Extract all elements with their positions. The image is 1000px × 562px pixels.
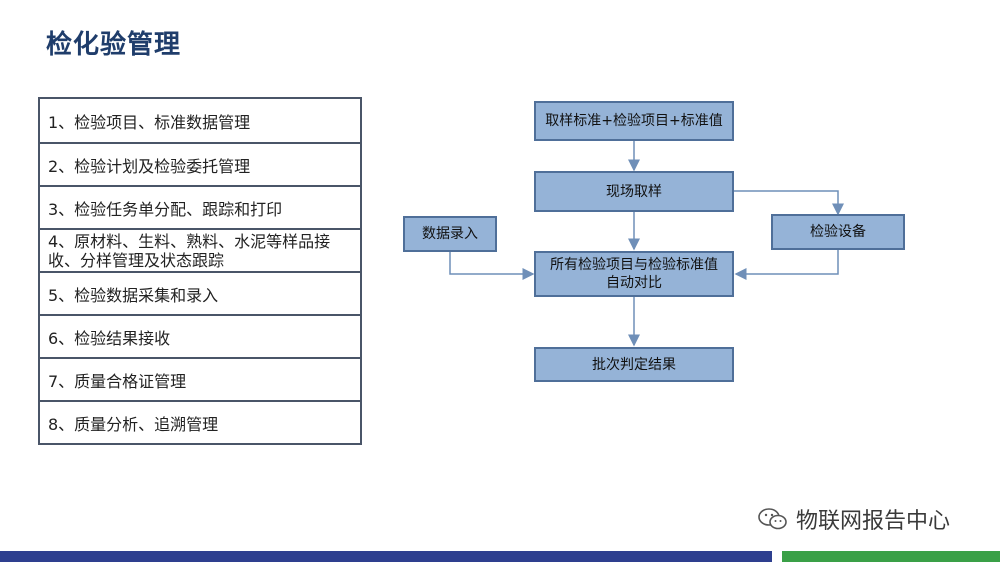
list-item: 3、检验任务单分配、跟踪和打印 — [40, 185, 360, 228]
inspection-equipment-box: 检验设备 — [771, 214, 905, 250]
footer-bar-blue — [0, 551, 772, 562]
list-item: 4、原材料、生料、熟料、水泥等样品接收、分样管理及状态跟踪 — [40, 228, 360, 271]
wechat-icon — [758, 508, 788, 530]
list-item: 8、质量分析、追溯管理 — [40, 400, 360, 443]
batch-result-box: 批次判定结果 — [534, 347, 734, 382]
arrow-connector — [734, 250, 839, 280]
watermark-text: 物联网报告中心 — [796, 509, 951, 534]
footer-bar-green — [782, 551, 1000, 562]
data-entry-box: 数据录入 — [403, 216, 497, 252]
watermark: 物联网报告中心 — [758, 503, 950, 535]
onsite-sampling-box: 现场取样 — [534, 171, 734, 212]
list-item: 1、检验项目、标准数据管理 — [48, 112, 251, 132]
arrow-connector — [449, 252, 535, 280]
sampling-standard-box: 取样标准+检验项目+标准值 — [534, 101, 734, 141]
auto-compare-box: 所有检验项目与检验标准值自动对比 — [534, 251, 734, 297]
feature-list: 1、检验项目、标准数据管理 2、检验计划及检验委托管理 3、检验任务单分配、跟踪… — [38, 97, 362, 445]
list-item: 5、检验数据采集和录入 — [40, 271, 360, 314]
list-item: 7、质量合格证管理 — [40, 357, 360, 400]
page-title: 检化验管理 — [46, 30, 182, 60]
arrow-connector — [734, 190, 844, 216]
list-item: 6、检验结果接收 — [40, 314, 360, 357]
list-item: 2、检验计划及检验委托管理 — [40, 142, 360, 185]
